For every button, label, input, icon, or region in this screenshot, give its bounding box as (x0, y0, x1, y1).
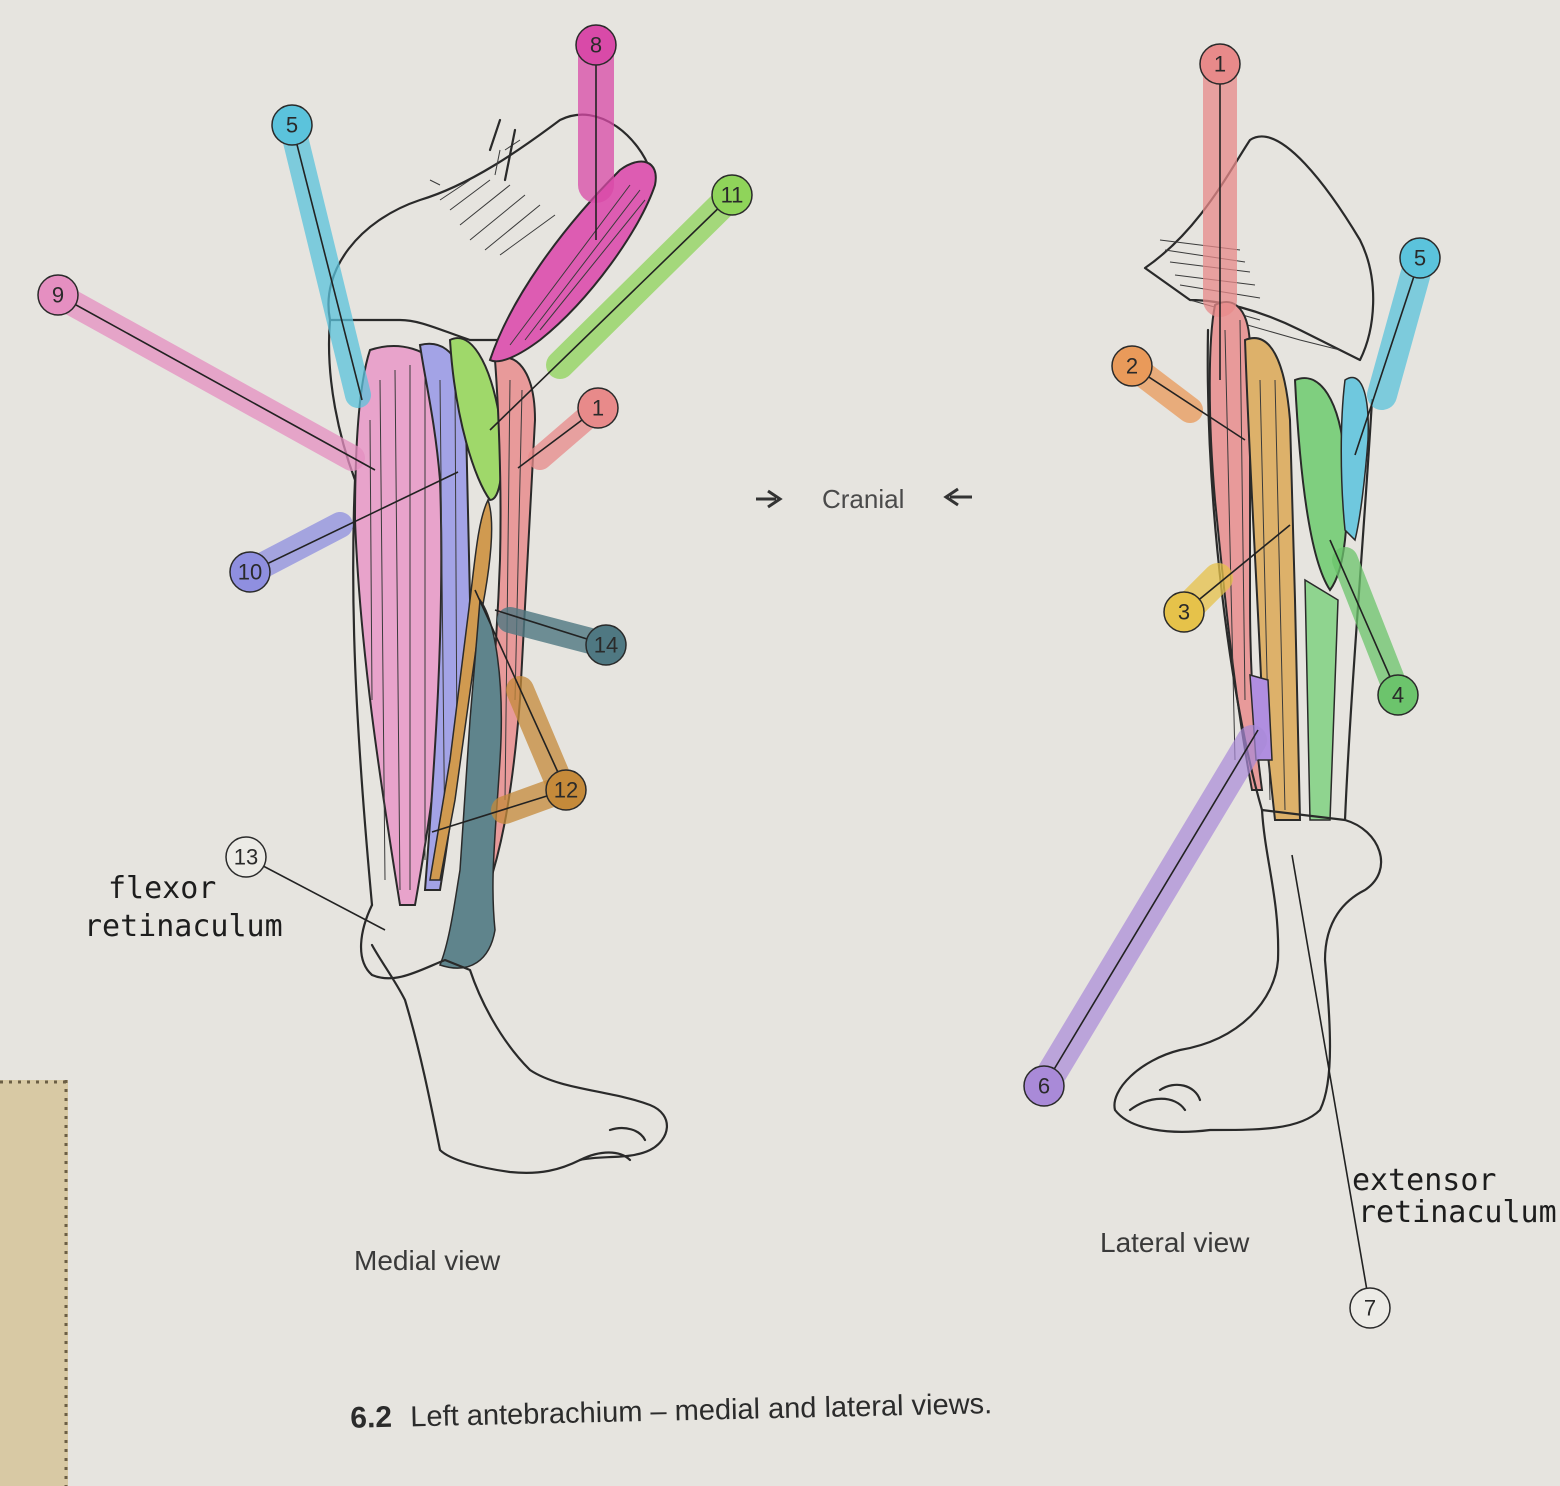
medial-view-drawing (327, 113, 668, 1174)
medial-label-11: 11 (489, 174, 753, 431)
label-number: 14 (594, 633, 618, 658)
medial-label-12: 12 (431, 589, 587, 833)
cranial-label: Cranial (822, 484, 904, 514)
medial-view-label: Medial view (354, 1245, 501, 1276)
lateral-label-3: 3 (1163, 524, 1291, 633)
medial-label-9: 9 (37, 274, 376, 471)
handwritten-retinaculum: retinaculum (1358, 1195, 1557, 1230)
lateral-view-label: Lateral view (1100, 1227, 1250, 1258)
label-number: 1 (1214, 52, 1226, 77)
label-number: 2 (1126, 354, 1138, 379)
label-number: 8 (590, 33, 602, 58)
handwritten-flexor: flexor (108, 871, 216, 906)
label-number: 11 (721, 183, 744, 208)
label-number: 6 (1038, 1074, 1050, 1099)
label-number: 10 (238, 560, 262, 585)
caption-number: 6.2 (350, 1401, 392, 1435)
medial-label-14: 14 (494, 607, 627, 666)
label-number: 5 (286, 113, 298, 138)
lateral-label-4: 4 (1329, 539, 1419, 716)
label-number: 7 (1364, 1296, 1376, 1321)
handwritten-retinaculum: retinaculum (84, 909, 283, 944)
medial-label-13: 13 (225, 836, 386, 931)
lateral-label-1: 1 (1199, 43, 1241, 380)
label-number: 3 (1178, 600, 1190, 625)
medial-label-5: 5 (271, 104, 371, 408)
cranial-indicator: Cranial (756, 484, 972, 514)
left-arrow-icon (943, 487, 972, 507)
label-number: 4 (1392, 683, 1404, 708)
handwritten-extensor: extensor (1352, 1163, 1497, 1198)
medial-label-8: 8 (575, 24, 617, 240)
lateral-label-5: 5 (1354, 237, 1441, 456)
medial-label-10: 10 (229, 471, 459, 593)
label-number: 12 (554, 778, 578, 803)
label-number: 1 (592, 396, 604, 421)
lateral-label-2: 2 (1111, 345, 1246, 441)
lateral-label-7: 7 (1291, 854, 1391, 1329)
sidebar-tab (0, 1080, 68, 1486)
label-number: 5 (1414, 246, 1426, 271)
label-number: 13 (234, 845, 258, 870)
medial-label-1: 1 (517, 387, 619, 470)
lateral-label-6: 6 (1023, 725, 1267, 1107)
right-arrow-icon (756, 489, 783, 509)
label-number: 9 (52, 283, 64, 308)
